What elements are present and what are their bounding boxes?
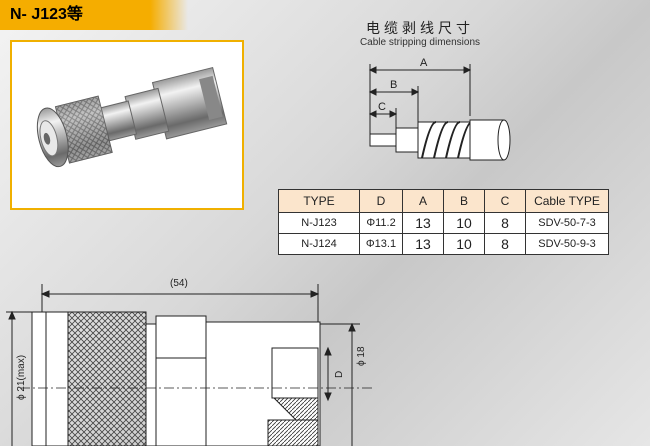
cell-d: Φ11.2 bbox=[359, 212, 403, 234]
cell-type: N-J124 bbox=[278, 233, 360, 255]
cable-stripping-diagram: A B C bbox=[368, 57, 511, 161]
cell-type: N-J123 bbox=[278, 212, 360, 234]
cell-b: 10 bbox=[443, 233, 485, 255]
overall-length-label: (54) bbox=[170, 278, 188, 289]
table-row: N-J124 Φ13.1 13 10 8 SDV-50-9-3 bbox=[278, 233, 609, 255]
cell-b: 10 bbox=[443, 212, 485, 234]
cell-c: 8 bbox=[484, 233, 526, 255]
stripping-title-en: Cable stripping dimensions bbox=[359, 37, 481, 48]
spec-table: TYPE D A B C Cable TYPE N-J123 Φ11.2 13 … bbox=[278, 189, 609, 255]
cell-a: 13 bbox=[402, 212, 444, 234]
d-label: D bbox=[334, 371, 345, 378]
cell-cable-type: SDV-50-7-3 bbox=[525, 212, 609, 234]
diameter-max-label: ϕ 21(max) bbox=[16, 355, 27, 400]
header-b: B bbox=[443, 189, 485, 213]
connector-technical-drawing: (54) ϕ 21(max) ϕ 18 D bbox=[6, 278, 372, 446]
dim-label-c: C bbox=[378, 101, 386, 113]
header-cable-type: Cable TYPE bbox=[525, 189, 609, 213]
product-title: N- J123等 bbox=[0, 0, 188, 30]
dim-label-a: A bbox=[420, 57, 428, 69]
table-row: N-J123 Φ11.2 13 10 8 SDV-50-7-3 bbox=[278, 212, 609, 234]
header-a: A bbox=[402, 189, 444, 213]
stripping-title-cn: 电缆剥线尺寸 bbox=[366, 20, 474, 36]
dim-label-b: B bbox=[390, 79, 397, 91]
cell-cable-type: SDV-50-9-3 bbox=[525, 233, 609, 255]
diameter-18-label: ϕ 18 bbox=[356, 346, 367, 366]
header-d: D bbox=[359, 189, 403, 213]
table-header-row: TYPE D A B C Cable TYPE bbox=[278, 189, 609, 213]
header-type: TYPE bbox=[278, 189, 360, 213]
cell-c: 8 bbox=[484, 212, 526, 234]
header-c: C bbox=[484, 189, 526, 213]
cell-d: Φ13.1 bbox=[359, 233, 403, 255]
product-photo bbox=[10, 40, 244, 210]
cell-a: 13 bbox=[402, 233, 444, 255]
